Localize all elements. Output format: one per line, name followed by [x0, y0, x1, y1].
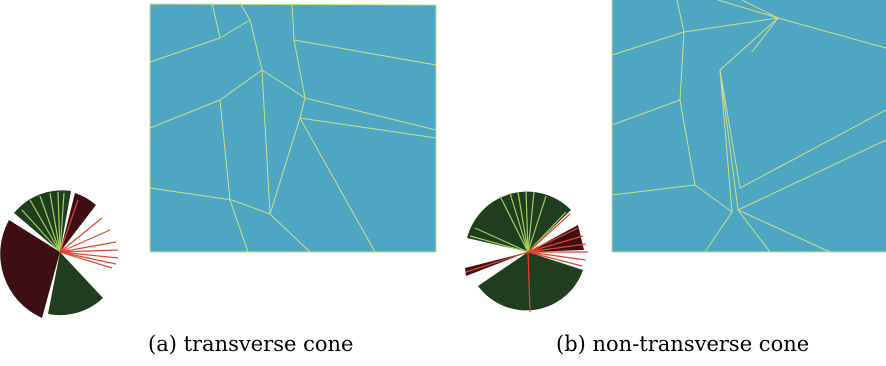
- cone-b-red-sector-thin: [465, 252, 528, 276]
- mesh-b: [611, 0, 886, 253]
- mesh-a-edges: [149, 2, 437, 253]
- cone-a: [0, 190, 119, 318]
- caption-b: (b) non-transverse cone: [556, 332, 810, 356]
- cone-b-green-arrows: [469, 190, 567, 253]
- mesh-a-surface: [149, 3, 437, 253]
- caption-a: (a) transverse cone: [148, 332, 354, 356]
- cone-b: [465, 190, 588, 313]
- cone-a-red-sector-left: [0, 220, 61, 318]
- cone-a-green-sector-bottom: [48, 252, 103, 316]
- cone-b-red-arrows: [465, 213, 588, 313]
- cone-a-red-arrows: [59, 199, 119, 269]
- panel-a: [0, 2, 437, 318]
- mesh-b-edges: [611, 0, 886, 253]
- mesh-a: [149, 2, 437, 253]
- cone-a-green-arrows: [21, 191, 65, 253]
- panel-b: [465, 0, 886, 313]
- cone-b-green-sector-bottom: [478, 252, 583, 311]
- cone-a-red-sector-right: [60, 193, 96, 252]
- mesh-b-surface: [612, 0, 886, 252]
